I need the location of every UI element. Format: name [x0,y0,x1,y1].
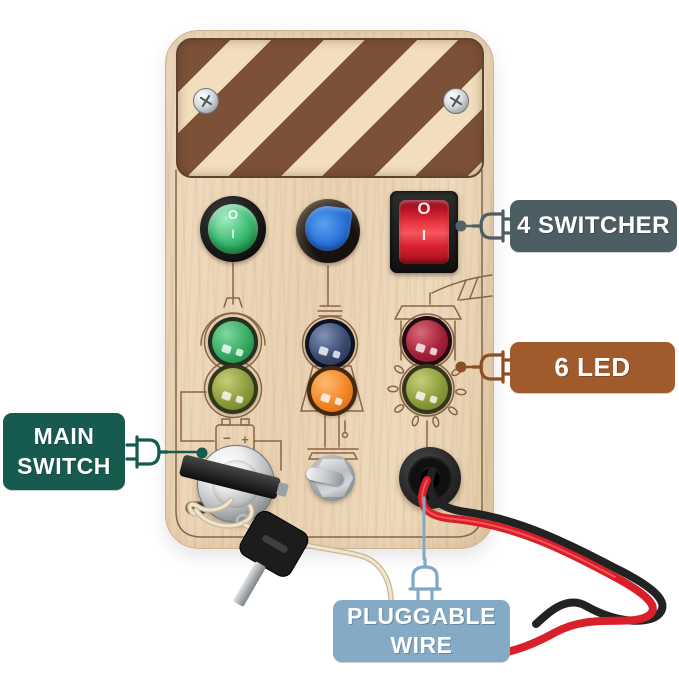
callout-pluggable-line1: PLUGGABLE [347,603,496,630]
black-wire[interactable] [425,468,667,628]
screw-icon [193,88,219,114]
battery-plus-mark: + [241,432,249,447]
callout-main-line1: MAIN [33,422,95,449]
plug-icon [471,350,515,384]
led-navy[interactable] [305,319,355,369]
switch-on-mark: I [421,227,427,244]
red-rocker-switch[interactable]: O I [390,191,458,273]
led-olive-right[interactable] [402,364,452,414]
callout-pluggable-wire: PLUGGABLE WIRE [333,600,510,662]
callout-led: 6 LED [510,342,675,393]
callout-pluggable-line2: WIRE [390,632,453,658]
switch-on-mark: I [231,227,235,241]
callout-main-switch: MAIN SWITCH [3,413,125,490]
battery-minus-mark: − [223,430,231,446]
led-dome [212,368,254,410]
led-dome [212,321,254,363]
callout-main-line2: SWITCH [17,452,111,479]
connector-dot [455,361,467,373]
callout-switcher-label: 4 SWITCHER [516,212,670,239]
callout-main-switch-label: MAIN SWITCH [17,422,111,482]
callout-led-label: 6 LED [554,352,631,382]
connector-dot [455,220,467,232]
switch-off-mark: O [227,207,239,222]
plug-icon [125,435,169,469]
led-dome [406,368,448,410]
led-dome [309,323,351,365]
switch-off-mark: O [417,199,431,218]
spare-key[interactable] [214,508,312,619]
plug-icon [408,557,442,601]
inserted-key[interactable] [179,454,290,502]
led-green[interactable] [208,317,258,367]
plug-icon [471,209,515,243]
green-rocker-switch[interactable]: O I [200,196,266,262]
led-orange[interactable] [307,366,357,416]
callout-pluggable-wire-label: PLUGGABLE WIRE [347,602,496,660]
led-dome [406,320,448,362]
callout-switcher: 4 SWITCHER [510,200,677,252]
red-rocker-cap[interactable] [399,200,449,264]
screw-icon [443,88,469,114]
connector-dot [196,447,208,459]
blue-knob-switch[interactable] [296,199,360,263]
led-dome [311,370,353,412]
striped-top-panel [176,38,484,178]
lamp-engraving-bulb [301,265,359,373]
led-red[interactable] [402,316,452,366]
green-rocker-cap[interactable] [208,204,258,254]
led-olive-left[interactable] [208,364,258,414]
